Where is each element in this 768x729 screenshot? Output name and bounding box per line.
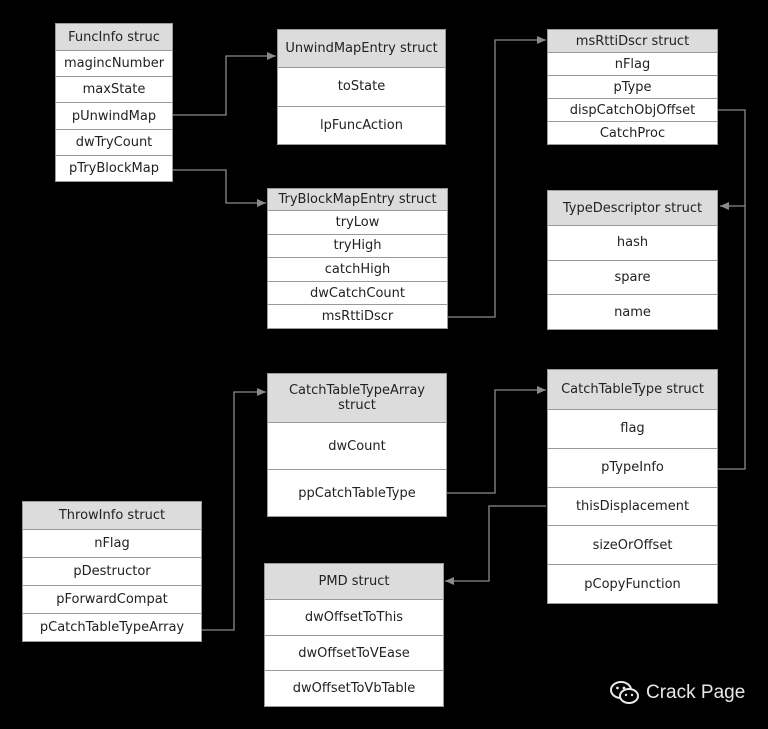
pmd-struct: PMD struct dwOffsetToThis dwOffsetToVEas… xyxy=(264,563,444,707)
field-trylow: tryLow xyxy=(268,211,447,235)
link-thisdisplacement-to-pmd xyxy=(445,505,546,585)
field-dwoffsettothis: dwOffsetToThis xyxy=(265,600,443,636)
link-punwindmap-to-unwind xyxy=(172,52,276,116)
field-ptype: pType xyxy=(548,76,717,99)
field-pcatchtabletypearray: pCatchTableTypeArray xyxy=(39,620,185,635)
field-dwoffsettovease: dwOffsetToVEase xyxy=(265,636,443,672)
throwinfo-struct: ThrowInfo struct nFlag pDestructor pForw… xyxy=(22,501,202,642)
field-thisdisplacement: thisDisplacement xyxy=(548,488,717,527)
typedescriptor-title: TypeDescriptor struct xyxy=(548,191,717,226)
field-ppcatchtabletype: ppCatchTableType xyxy=(298,485,416,501)
field-dispcatchobjoffset: dispCatchObjOffset xyxy=(548,99,717,122)
field-ptryblockmap: pTryBlockMap xyxy=(69,160,159,176)
field-throw-nflag: nFlag xyxy=(23,530,201,558)
field-dwcount: dwCount xyxy=(268,423,446,470)
watermark-text: Crack Page xyxy=(646,682,746,703)
field-pcopyfunction: pCopyFunction xyxy=(584,576,681,592)
watermark: Crack Page xyxy=(610,680,745,706)
wechat-icon xyxy=(610,680,640,706)
field-name: name xyxy=(614,304,651,320)
field-maxstate: maxState xyxy=(56,77,172,104)
msrttidscr-struct: msRttiDscr struct nFlag pType dispCatchO… xyxy=(547,29,718,145)
field-spare: spare xyxy=(548,261,717,296)
field-tostate: toState xyxy=(278,68,445,107)
unwindmapentry-title: UnwindMapEntry struct xyxy=(278,30,445,68)
pmd-title: PMD struct xyxy=(265,564,443,600)
field-flag: flag xyxy=(548,410,717,449)
link-ptypeinfo-to-typedesc xyxy=(718,206,746,470)
catchtabletype-struct: CatchTableType struct flag pTypeInfo thi… xyxy=(547,369,718,604)
catchtabletypearray-title: CatchTableTypeArray struct xyxy=(268,374,446,423)
field-pforwardcompat: pForwardCompat xyxy=(23,586,201,614)
msrttidscr-title: msRttiDscr struct xyxy=(548,30,717,53)
link-ptryblockmap-to-tryblock xyxy=(172,169,266,207)
field-msrttidscr: msRttiDscr xyxy=(321,309,394,325)
field-ptypeinfo: pTypeInfo xyxy=(548,449,717,488)
field-magincnumber: magincNumber xyxy=(56,51,172,78)
field-catchhigh: catchHigh xyxy=(268,258,447,282)
field-nflag: nFlag xyxy=(548,53,717,76)
field-lpfuncaction: lpFuncAction xyxy=(320,117,403,133)
typedescriptor-struct: TypeDescriptor struct hash spare name xyxy=(547,190,718,330)
field-dwoffsettovbtable: dwOffsetToVbTable xyxy=(292,681,416,697)
field-tryhigh: tryHigh xyxy=(268,235,447,259)
field-dwtrycount: dwTryCount xyxy=(56,130,172,156)
field-punwindmap: pUnwindMap xyxy=(56,103,172,130)
tryblockmapentry-struct: TryBlockMapEntry struct tryLow tryHigh c… xyxy=(267,188,448,329)
field-hash: hash xyxy=(548,226,717,261)
field-sizeoroffset: sizeOrOffset xyxy=(548,526,717,566)
link-msrttidscr-to-msrtti xyxy=(448,36,546,318)
unwindmapentry-struct: UnwindMapEntry struct toState lpFuncActi… xyxy=(277,29,446,145)
link-ppcatchtable-to-ctt xyxy=(446,386,546,494)
catchtabletype-title: CatchTableType struct xyxy=(548,370,717,410)
funcinfo-struct: FuncInfo struc magincNumber maxState pUn… xyxy=(55,23,173,182)
field-dwcatchcount: dwCatchCount xyxy=(268,282,447,306)
field-catchproc: CatchProc xyxy=(599,125,666,141)
link-dispcatch-to-typedesc xyxy=(718,109,746,210)
link-pcatchtabletypearray-to-ctta xyxy=(202,388,266,631)
funcinfo-title: FuncInfo struc xyxy=(56,24,172,51)
throwinfo-title: ThrowInfo struct xyxy=(23,502,201,530)
tryblockmapentry-title: TryBlockMapEntry struct xyxy=(268,189,447,211)
field-pdestructor: pDestructor xyxy=(23,558,201,586)
catchtabletypearray-struct: CatchTableTypeArray struct dwCount ppCat… xyxy=(267,373,447,517)
